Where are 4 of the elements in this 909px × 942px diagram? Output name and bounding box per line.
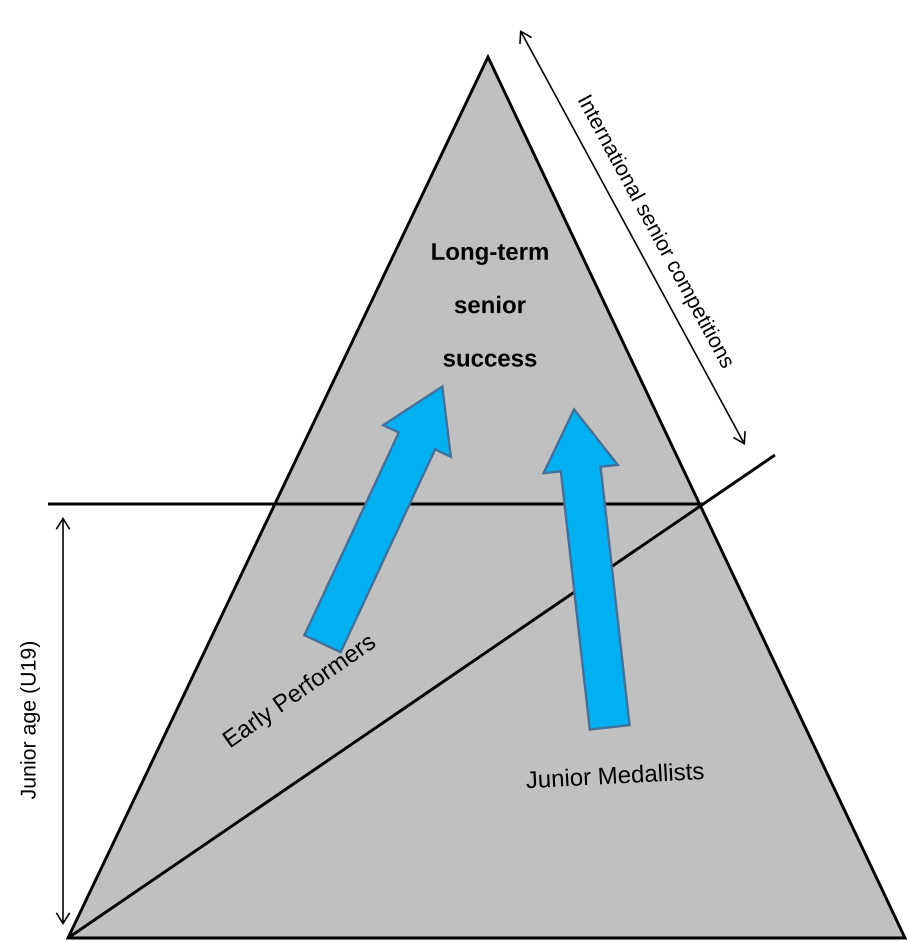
dimension-label: Junior age (U19)	[20, 642, 40, 800]
block-arrow	[542, 407, 631, 731]
heading-text: Long-term senior success	[432, 243, 548, 367]
group-label: Junior Medallists	[526, 763, 704, 788]
